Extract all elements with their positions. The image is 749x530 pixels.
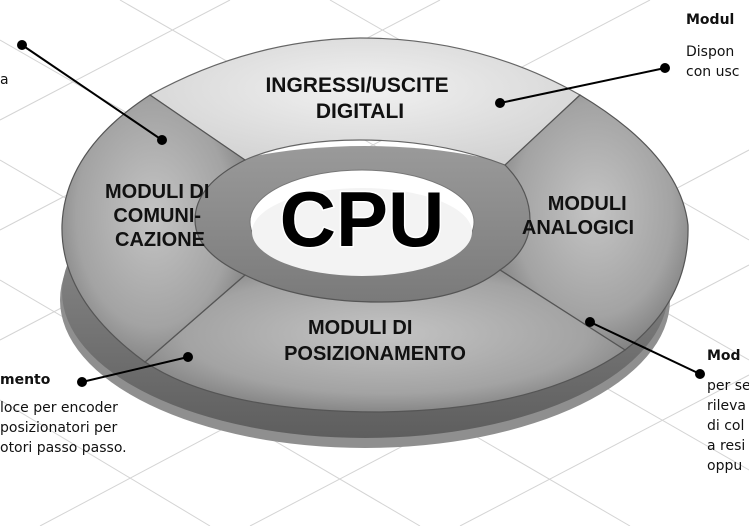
callout-line: Dispon: [686, 44, 735, 60]
segment-analog: [498, 94, 689, 351]
connector-lines: [17, 40, 705, 387]
segment-label-line: COMUNI-: [113, 205, 201, 227]
callout-line: a resi: [707, 438, 746, 454]
segment-label-line: CAZIONE: [115, 229, 205, 251]
segment-label-line: MODULI DI: [105, 181, 209, 203]
segment-label-line: MODULI: [548, 193, 627, 215]
callout-title: Modul: [686, 12, 735, 28]
callout-title: Mod: [707, 348, 741, 364]
segment-label-line: ANALOGICI: [522, 217, 634, 239]
callout-bottom-right: Mod per se rileva di col a resi oppu: [707, 346, 749, 476]
callout-line: di col: [707, 418, 745, 434]
segment-label-line: MODULI DI: [308, 317, 412, 339]
segment-label-line: POSIZIONAMENTO: [284, 343, 466, 365]
callout-line: per se: [707, 378, 749, 394]
callout-line: loce per encoder: [0, 400, 118, 416]
callout-title: mento: [0, 372, 51, 388]
segment-label-communication: MODULI DI COMUNI- CAZIONE: [105, 181, 215, 251]
callout-left: mento loce per encoder posizionatori per…: [0, 370, 127, 458]
callout-top-right: Modul Dispon con usc: [686, 10, 739, 82]
segment-label-line: DIGITALI: [316, 100, 404, 123]
segment-label-positioning: MODULI DI POSIZIONAMENTO: [284, 317, 466, 365]
segment-positioning: [144, 269, 627, 413]
callout-line: otori passo passo.: [0, 440, 127, 456]
segment-label-digital-io: INGRESSI/USCITE DIGITALI: [265, 74, 454, 123]
callout-line: a: [0, 72, 9, 88]
cpu-label: CPU: [280, 175, 445, 263]
segment-label-analog: MODULI ANALOGICI: [522, 193, 634, 239]
callout-line: posizionatori per: [0, 420, 118, 436]
segment-communication: [61, 94, 247, 363]
callout-line: oppu: [707, 458, 743, 474]
callout-line: rileva: [707, 398, 747, 414]
callout-top-left: a: [0, 70, 9, 90]
callout-line: con usc: [686, 64, 740, 80]
segment-digital-io: [148, 37, 582, 166]
segment-label-line: INGRESSI/USCITE: [265, 74, 448, 97]
